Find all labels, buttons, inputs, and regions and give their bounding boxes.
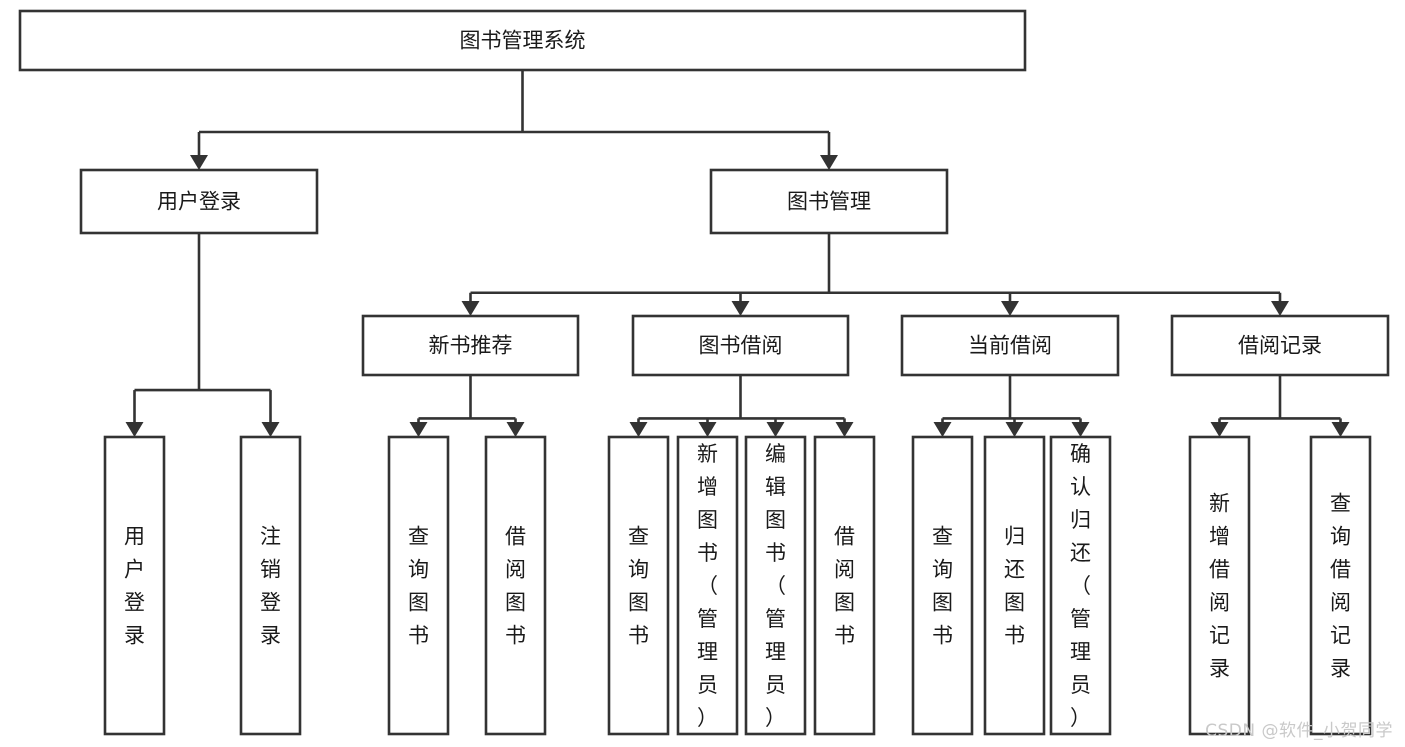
node-label: 查询借阅记录 (1330, 492, 1351, 681)
node-label: 新增图书（管理员） (697, 442, 718, 730)
node-box (744, 435, 807, 736)
node-level3-new-book-rec[interactable]: 新书推荐 (361, 314, 580, 377)
node-leaf-leaf-borrow-book-2[interactable]: 借阅图书 (813, 435, 876, 736)
arrow-head-icon (933, 422, 952, 437)
node-label: 用户登录 (157, 190, 241, 214)
connector-layer (125, 70, 1350, 437)
node-label: 图书借阅 (699, 334, 783, 358)
node-level2-book-manage[interactable]: 图书管理 (709, 168, 949, 235)
node-box (239, 435, 302, 736)
node-leaf-leaf-query-book-1[interactable]: 查询图书 (387, 435, 450, 736)
arrow-head-icon (125, 422, 144, 437)
node-box (1049, 435, 1112, 736)
arrow-head-icon (1005, 422, 1024, 437)
node-leaf-leaf-query-record[interactable]: 查询借阅记录 (1309, 435, 1372, 736)
node-label: 新增借阅记录 (1209, 492, 1230, 681)
node-box (676, 435, 739, 736)
node-label: 图书管理 (787, 190, 871, 214)
node-box (631, 314, 850, 377)
node-box (1309, 435, 1372, 736)
arrow-head-icon (766, 422, 785, 437)
node-leaf-leaf-query-book-2[interactable]: 查询图书 (607, 435, 670, 736)
watermark-text: CSDN @软件_小贺同学 (1205, 721, 1393, 741)
arrow-head-icon (820, 155, 838, 170)
node-box (911, 435, 974, 736)
node-layer: 图书管理系统用户登录图书管理新书推荐图书借阅当前借阅借阅记录用户登录注销登录查询… (18, 9, 1390, 736)
node-leaf-leaf-query-book-3[interactable]: 查询图书 (911, 435, 974, 736)
node-leaf-leaf-user-login[interactable]: 用户登录 (103, 435, 166, 736)
node-leaf-leaf-borrow-book-1[interactable]: 借阅图书 (484, 435, 547, 736)
node-leaf-leaf-logout[interactable]: 注销登录 (239, 435, 302, 736)
node-label: 归还图书 (1004, 525, 1025, 648)
node-level3-book-borrow[interactable]: 图书借阅 (631, 314, 850, 377)
arrow-head-icon (629, 422, 648, 437)
node-box (79, 168, 319, 235)
node-label: 注销登录 (260, 525, 281, 648)
node-leaf-leaf-edit-book[interactable]: 编辑图书（管理员） (744, 435, 807, 736)
node-label: 查询图书 (628, 525, 649, 648)
node-label: 当前借阅 (968, 334, 1052, 358)
node-label: 新书推荐 (429, 334, 513, 358)
node-leaf-leaf-add-book[interactable]: 新增图书（管理员） (676, 435, 739, 736)
node-label: 用户登录 (124, 525, 145, 648)
arrow-head-icon (698, 422, 717, 437)
node-box (983, 435, 1046, 736)
node-box (387, 435, 450, 736)
node-box (1170, 314, 1390, 377)
node-box (103, 435, 166, 736)
arrow-head-icon (835, 422, 854, 437)
node-label: 查询图书 (408, 525, 429, 648)
node-box (607, 435, 670, 736)
node-level3-borrow-record[interactable]: 借阅记录 (1170, 314, 1390, 377)
arrow-head-icon (1331, 422, 1350, 437)
arrow-head-icon (731, 301, 750, 316)
node-label: 图书管理系统 (460, 29, 586, 53)
node-label: 查询图书 (932, 525, 953, 648)
arrow-head-icon (1001, 301, 1019, 316)
node-label: 借阅图书 (834, 525, 855, 648)
arrow-head-icon (1210, 422, 1229, 437)
node-box (709, 168, 949, 235)
node-box (18, 9, 1027, 72)
node-level3-current-borrow[interactable]: 当前借阅 (900, 314, 1120, 377)
node-box (484, 435, 547, 736)
node-leaf-leaf-add-record[interactable]: 新增借阅记录 (1188, 435, 1251, 736)
arrow-head-icon (190, 155, 208, 170)
arrow-head-icon (261, 422, 280, 437)
node-level2-user-login[interactable]: 用户登录 (79, 168, 319, 235)
node-leaf-leaf-return-book[interactable]: 归还图书 (983, 435, 1046, 736)
node-label: 确认归还（管理员） (1070, 442, 1091, 730)
node-label: 借阅图书 (505, 525, 526, 648)
node-box (1188, 435, 1251, 736)
arrow-head-icon (409, 422, 428, 437)
arrow-head-icon (506, 422, 525, 437)
arrow-head-icon (1271, 301, 1289, 316)
node-leaf-leaf-confirm-return[interactable]: 确认归还（管理员） (1049, 435, 1112, 736)
node-box (900, 314, 1120, 377)
node-box (361, 314, 580, 377)
arrow-head-icon (1071, 422, 1090, 437)
arrow-head-icon (461, 301, 480, 316)
node-box (813, 435, 876, 736)
node-label: 编辑图书（管理员） (765, 442, 786, 730)
node-root[interactable]: 图书管理系统 (18, 9, 1027, 72)
node-label: 借阅记录 (1238, 334, 1322, 358)
